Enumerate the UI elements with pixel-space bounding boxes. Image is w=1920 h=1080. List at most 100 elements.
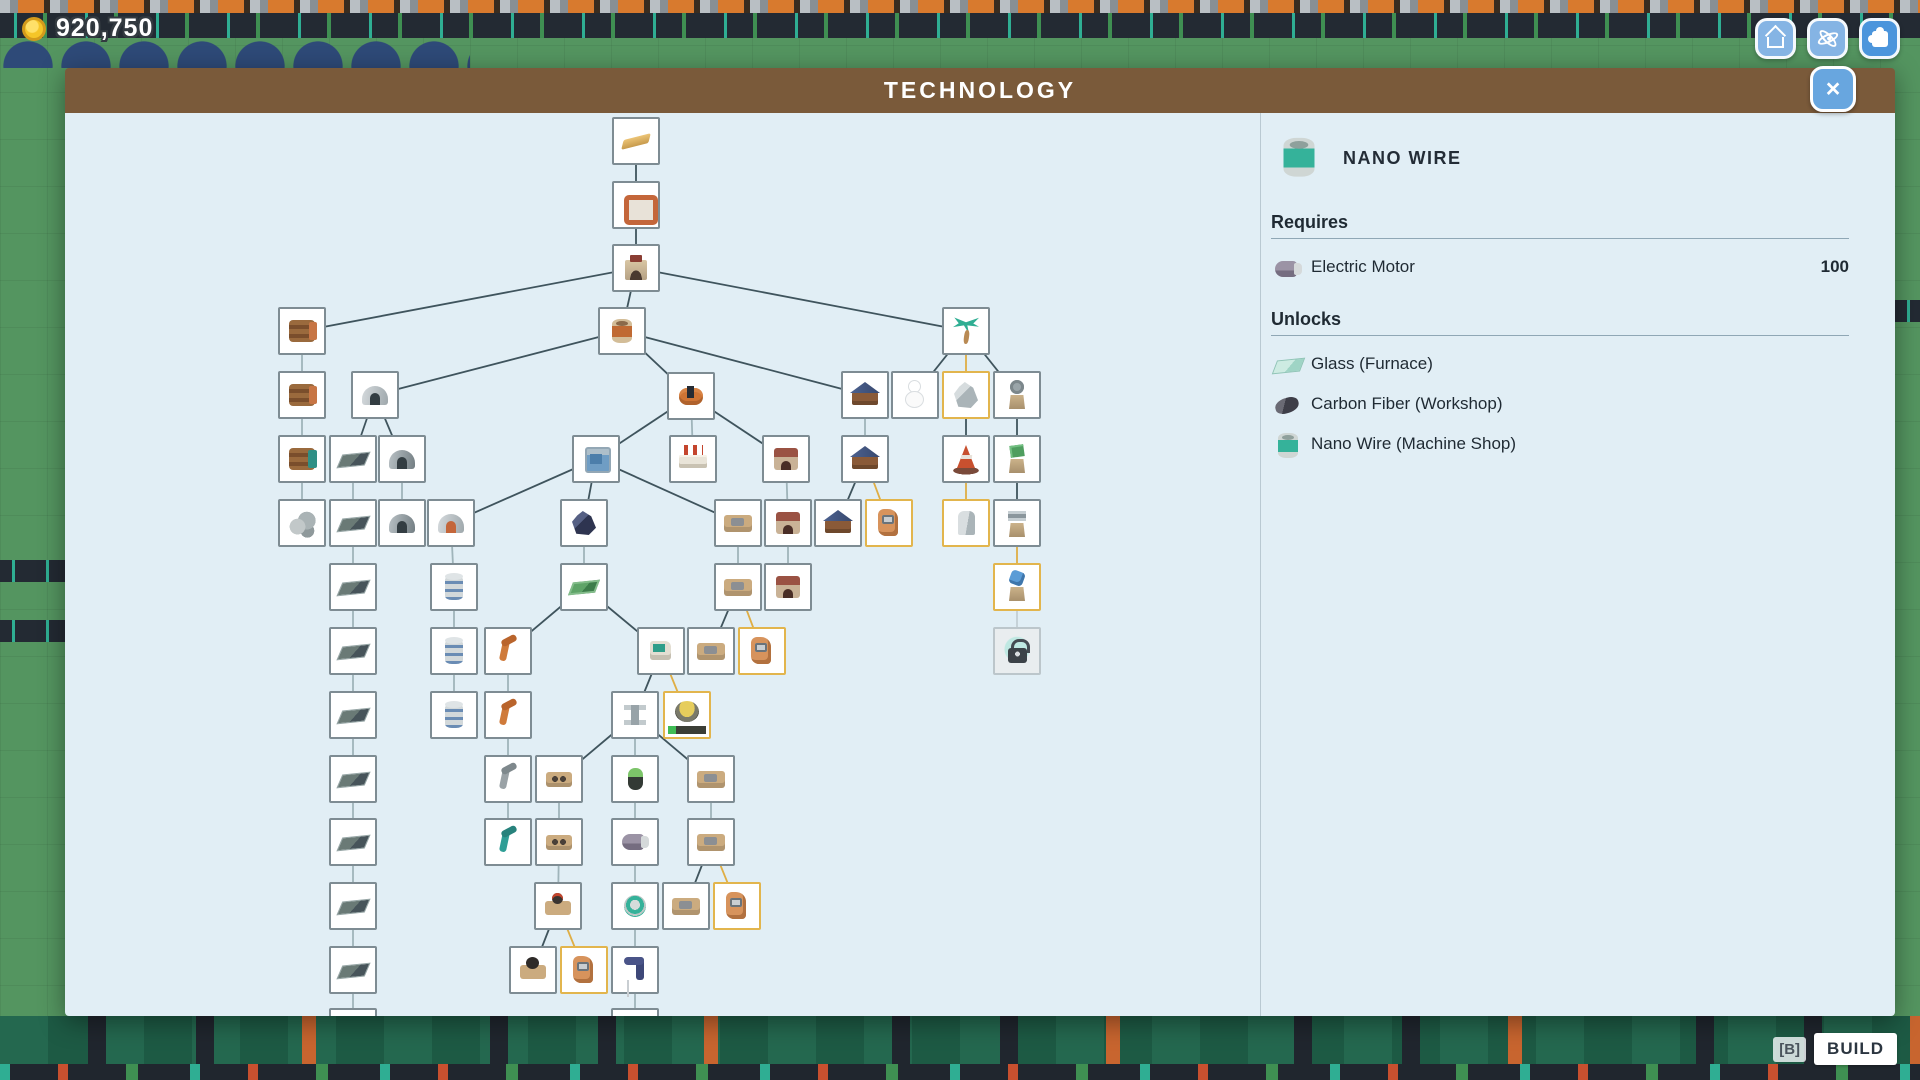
tech-node-furnace[interactable] <box>764 499 812 547</box>
tech-node-plate[interactable] <box>329 755 377 803</box>
tech-node-well[interactable] <box>430 563 478 611</box>
tech-node-robot[interactable] <box>713 882 761 930</box>
tech-node-furnace[interactable] <box>762 435 810 483</box>
home-icon <box>1767 36 1784 48</box>
tech-node-dome[interactable] <box>378 435 426 483</box>
tech-node-house[interactable] <box>814 499 862 547</box>
coin-counter: 920,750 <box>22 14 153 43</box>
tech-node-palm[interactable] <box>942 307 990 355</box>
well-icon <box>437 570 471 604</box>
tech-node-power[interactable] <box>669 435 717 483</box>
motor-icon <box>618 825 652 859</box>
robot-icon <box>720 889 754 923</box>
tech-node-arm-gray[interactable] <box>484 755 532 803</box>
well-icon <box>437 698 471 732</box>
rock-icon <box>949 378 983 412</box>
tech-node-snowman[interactable] <box>891 371 939 419</box>
tech-node-bluerock[interactable] <box>560 499 608 547</box>
tech-node-arm-t[interactable] <box>484 818 532 866</box>
tech-node-machine[interactable] <box>714 563 762 611</box>
conveyor-belt-decoration <box>1895 300 1920 322</box>
world-top-band <box>0 0 1920 68</box>
tech-node-potmach[interactable] <box>534 882 582 930</box>
tech-node-spool[interactable] <box>598 307 646 355</box>
resource-row: Nano Wire (Machine Shop) <box>1271 424 1849 464</box>
conveyor-belt-decoration <box>0 13 1920 38</box>
tech-node-frame[interactable] <box>612 181 660 229</box>
tech-node-well[interactable] <box>430 627 478 675</box>
tech-node-machine[interactable] <box>687 627 735 675</box>
tech-node-kiln[interactable] <box>612 244 660 292</box>
tech-node-statue-gear[interactable] <box>993 371 1041 419</box>
tech-node-machine[interactable] <box>714 499 762 547</box>
tech-node-tomb[interactable] <box>942 499 990 547</box>
tech-node-plate[interactable] <box>329 435 377 483</box>
tech-node-machine[interactable] <box>662 882 710 930</box>
tech-node-beam[interactable] <box>611 691 659 739</box>
tech-node-nanodisc[interactable] <box>611 882 659 930</box>
machine-icon <box>669 889 703 923</box>
machine-icon <box>618 1015 652 1016</box>
tech-node-tunnel[interactable] <box>351 371 399 419</box>
mold-icon <box>542 762 576 796</box>
tech-node-well[interactable] <box>430 691 478 739</box>
tech-node-dome-o[interactable] <box>427 499 475 547</box>
tech-node-capsule[interactable] <box>611 755 659 803</box>
tech-node-plate[interactable] <box>329 946 377 994</box>
puzzle-button[interactable] <box>1859 18 1900 59</box>
research-button[interactable] <box>1807 18 1848 59</box>
tech-node-furnace[interactable] <box>764 563 812 611</box>
tech-node-machine[interactable] <box>611 1008 659 1016</box>
tech-node-robot[interactable] <box>560 946 608 994</box>
furnace-icon <box>771 506 805 540</box>
unlocks-heading: Unlocks <box>1271 309 1849 336</box>
tech-node-plate[interactable] <box>329 563 377 611</box>
tech-node-statue-map[interactable] <box>993 435 1041 483</box>
tech-node-plate[interactable] <box>329 882 377 930</box>
statue-map-icon <box>1000 442 1034 476</box>
tech-node-computer[interactable] <box>637 627 685 675</box>
tech-node-mold[interactable] <box>535 755 583 803</box>
tech-node-house[interactable] <box>841 435 889 483</box>
tech-node-statue-beam[interactable] <box>993 499 1041 547</box>
tech-node-mold[interactable] <box>535 818 583 866</box>
tech-node-rock[interactable] <box>942 371 990 419</box>
potmach-icon <box>541 889 575 923</box>
tech-node-lock[interactable] <box>993 627 1041 675</box>
tech-node-plate[interactable] <box>329 1008 377 1016</box>
tech-node-dome[interactable] <box>378 499 426 547</box>
tech-node-robot[interactable] <box>738 627 786 675</box>
tech-node-motor[interactable] <box>611 818 659 866</box>
tech-node-plank[interactable] <box>612 117 660 165</box>
tech-node-ymachine[interactable] <box>663 691 711 739</box>
tech-node-workshop[interactable] <box>278 435 326 483</box>
tech-node-stones[interactable] <box>278 499 326 547</box>
build-button[interactable]: BUILD <box>1814 1033 1897 1065</box>
tech-node-arm-o[interactable] <box>484 627 532 675</box>
tech-node-darkpot[interactable] <box>509 946 557 994</box>
tech-node-plate[interactable] <box>329 499 377 547</box>
tech-node-coil[interactable] <box>667 372 715 420</box>
tech-node-machine[interactable] <box>687 755 735 803</box>
tech-node-logs[interactable] <box>278 371 326 419</box>
tech-node-statue-dice[interactable] <box>993 563 1041 611</box>
tech-node-cube[interactable] <box>572 435 620 483</box>
home-button[interactable] <box>1755 18 1796 59</box>
modal-title: TECHNOLOGY <box>883 77 1077 103</box>
tech-node-robot[interactable] <box>865 499 913 547</box>
arm-t-icon <box>491 825 525 859</box>
tech-node-plate[interactable] <box>329 627 377 675</box>
tech-node-logs[interactable] <box>278 307 326 355</box>
tech-node-house[interactable] <box>841 371 889 419</box>
tech-node-plate[interactable] <box>329 691 377 739</box>
tech-node-sewing[interactable] <box>611 946 659 994</box>
tech-node-cone[interactable] <box>942 435 990 483</box>
plate-icon <box>336 953 370 987</box>
close-button[interactable]: × <box>1810 66 1856 112</box>
tech-node-plate[interactable] <box>329 818 377 866</box>
tech-node-machine[interactable] <box>687 818 735 866</box>
tech-node-chip[interactable] <box>560 563 608 611</box>
tech-tree-canvas[interactable] <box>65 113 1261 1016</box>
tech-node-arm-o[interactable] <box>484 691 532 739</box>
